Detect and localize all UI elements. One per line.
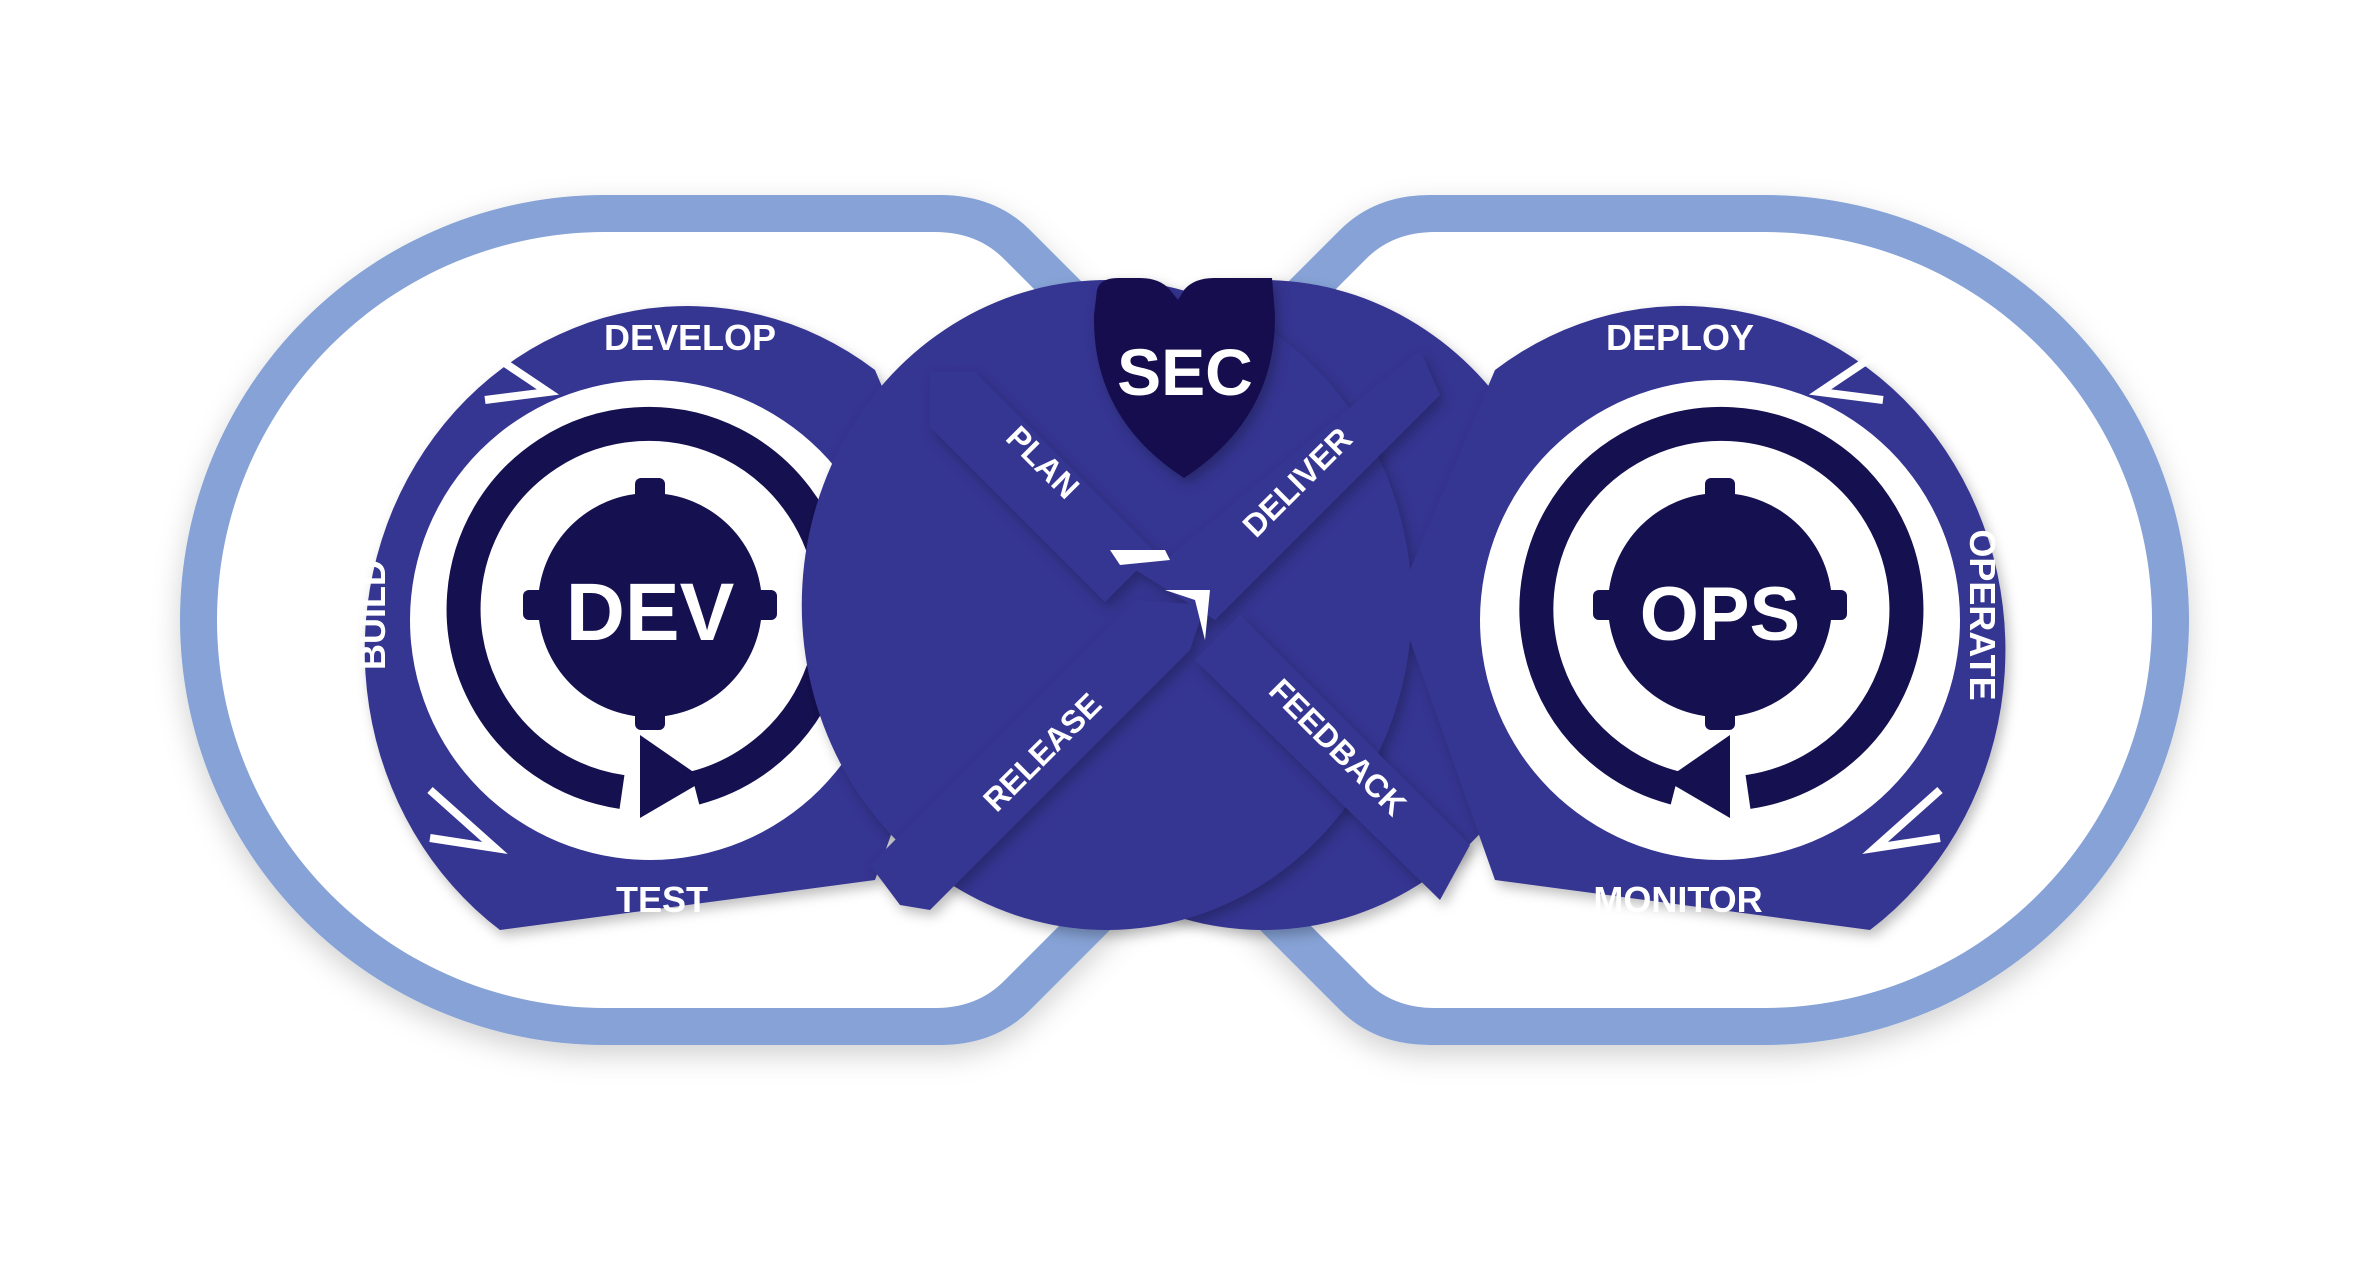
plan-arrow — [930, 372, 1155, 602]
ops-notch-top — [1808, 341, 1893, 404]
stage-deploy: DEPLOY — [1606, 317, 1754, 358]
stage-develop: DEVELOP — [604, 317, 776, 358]
stage-monitor: MONITOR — [1593, 879, 1762, 920]
stage-build: BUILD — [352, 560, 393, 670]
center-chevron — [1110, 550, 1210, 640]
gear-icon — [1593, 478, 1847, 730]
deliver-arrow — [1120, 350, 1440, 620]
gear-icon — [523, 478, 777, 730]
ops-cycle-arrow — [1519, 406, 1924, 809]
ops-notch-bottom — [1862, 787, 1943, 855]
shield-icon — [1093, 278, 1276, 478]
dev-notch-top — [475, 341, 560, 404]
sec-label: SEC — [1117, 335, 1253, 409]
feedback-arrow — [1195, 615, 1470, 900]
ops-arrow-head — [1665, 735, 1730, 818]
ops-label: OPS — [1640, 572, 1801, 657]
ops-gear-icon — [1608, 493, 1832, 717]
dev-notch-bottom — [427, 787, 508, 855]
dev-label: DEV — [566, 567, 735, 658]
stage-test: TEST — [616, 879, 708, 920]
ops-loop: OPS DEPLOY OPERATE MONITOR — [801, 280, 2006, 931]
release-arrow — [870, 600, 1205, 910]
dev-arrow-head — [640, 735, 705, 818]
dev-gear-icon — [538, 493, 762, 717]
sec-shield: SEC — [1093, 278, 1276, 478]
cross-arrows — [870, 350, 1470, 910]
stage-operate: OPERATE — [1962, 529, 2003, 700]
